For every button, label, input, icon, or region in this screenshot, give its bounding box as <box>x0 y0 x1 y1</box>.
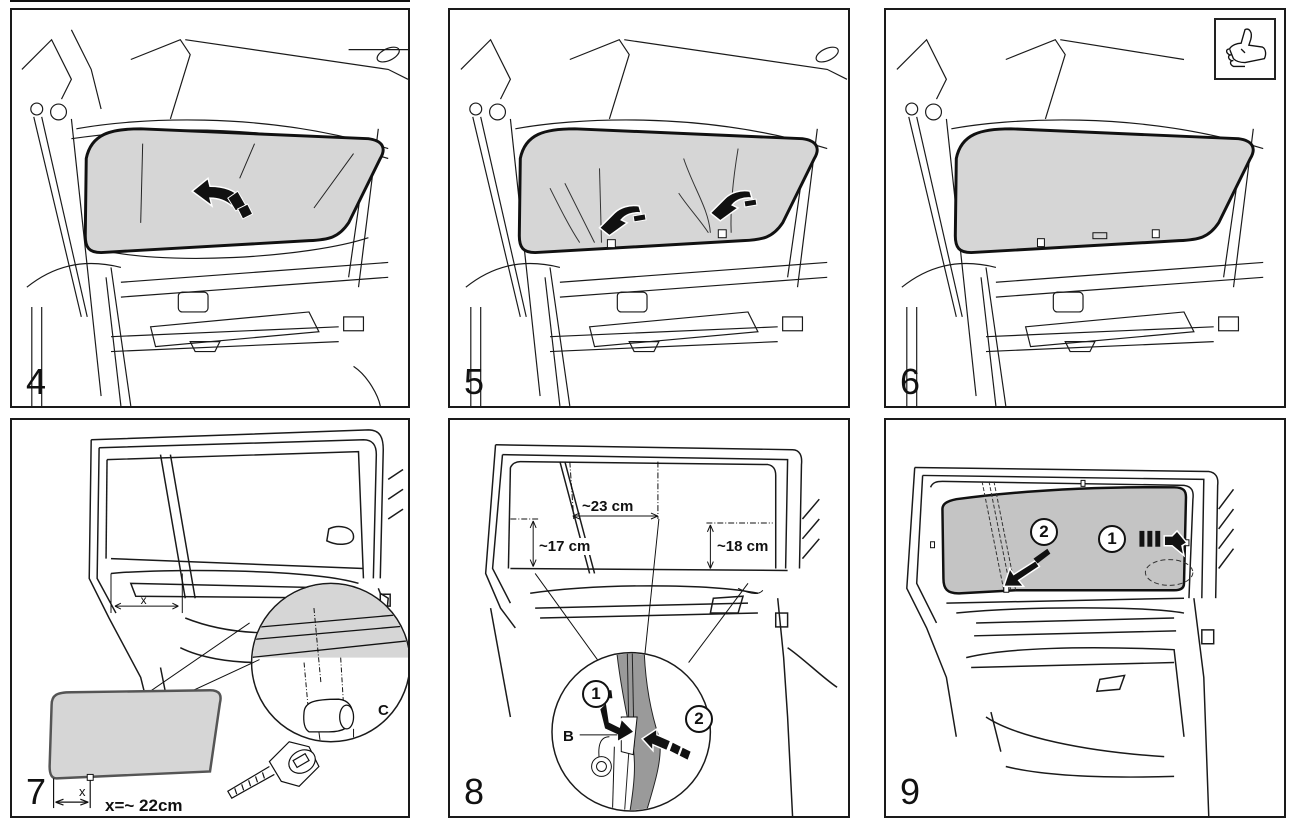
step-number: 7 <box>26 771 47 812</box>
callout-c-label: C <box>378 702 389 719</box>
push-arrow-icon <box>640 727 691 760</box>
x-marker-door: x <box>141 593 147 607</box>
step-number: 9 <box>900 771 921 812</box>
panel-step-8: ~23 cm ~17 cm ~18 cm B 1 2 8 <box>448 418 850 818</box>
side-door-illustration <box>484 444 838 816</box>
side-door-illustration: x <box>48 429 408 809</box>
side-door-illustration <box>906 466 1235 816</box>
top-rule <box>10 0 410 2</box>
step-number: 8 <box>464 771 485 812</box>
x-distance-label: x=~ 22cm <box>105 796 183 815</box>
fold-arrow-icon <box>598 204 647 237</box>
tailgate-illustration <box>896 38 1264 406</box>
callout-b-label: B <box>563 728 574 745</box>
tailgate-illustration <box>21 29 408 406</box>
thumbs-up-icon <box>1225 28 1267 68</box>
tape-measure-icon <box>227 741 320 799</box>
rotate-arrow-icon <box>1002 548 1051 588</box>
panel-step-4: 4 <box>10 8 410 408</box>
tailgate-illustration <box>460 38 848 406</box>
panel-step-6: 6 <box>884 8 1286 408</box>
magnifier-inset <box>250 582 408 743</box>
push-arrow-icon <box>1139 529 1189 558</box>
step-number: 6 <box>900 361 921 402</box>
step-number: 5 <box>464 361 485 402</box>
fold-arrow-icon <box>709 189 758 222</box>
step-marker-1: 1 <box>582 680 610 708</box>
dimension-top-label: ~23 cm <box>581 498 635 515</box>
panel-step-7: x <box>10 418 410 818</box>
step-marker-2: 2 <box>1030 518 1058 546</box>
dimension-left-label: ~17 cm <box>538 538 592 555</box>
dimension-right-label: ~18 cm <box>716 538 770 555</box>
step-marker-2: 2 <box>685 705 713 733</box>
thumbs-up-badge <box>1214 18 1276 80</box>
step-number: 4 <box>26 361 47 402</box>
panel-step-5: 5 <box>448 8 850 408</box>
step-marker-1: 1 <box>1098 525 1126 553</box>
curved-arrow-icon <box>190 176 254 220</box>
panel-step-9: 2 1 9 <box>884 418 1286 818</box>
x-marker-shade: x <box>79 784 86 799</box>
